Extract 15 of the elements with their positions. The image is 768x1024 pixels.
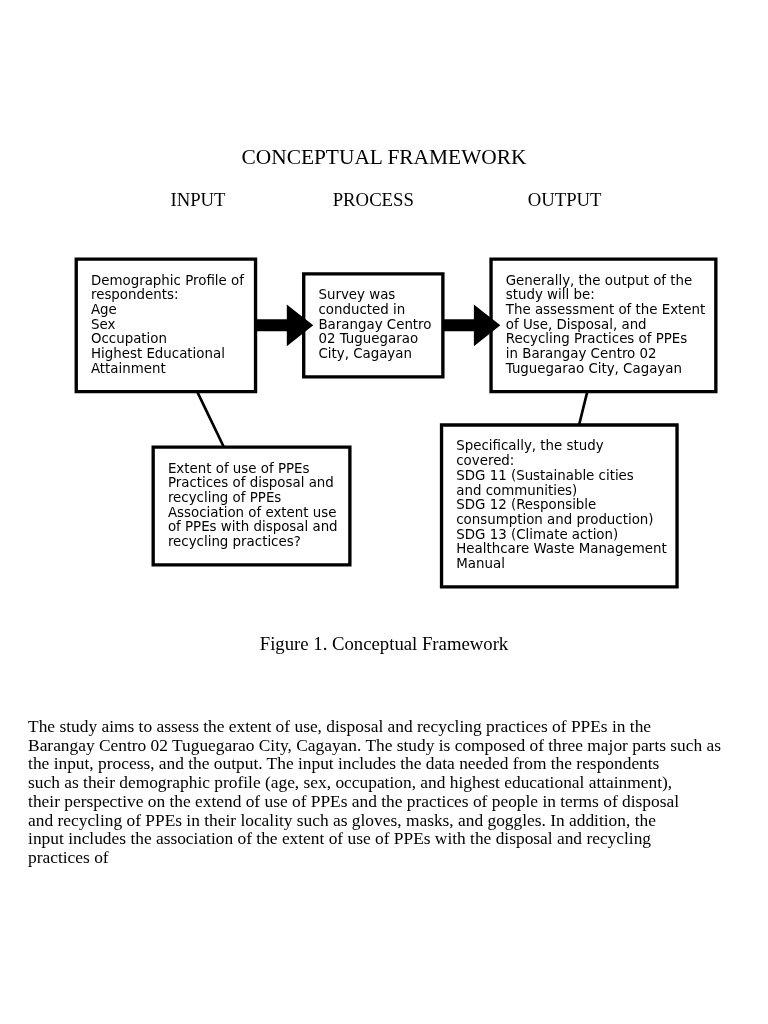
arrow xyxy=(255,304,314,347)
node-box: Specifically, the study covered: SDG 11 (Sustainable cities and communities) SDG 12 (Responsible consumption and production) SDG 13 (Climate action) Healthcare Waste Management Manual xyxy=(439,423,679,589)
connector xyxy=(577,391,589,426)
node-box: Demographic Profile of respondents: Age Sex Occupation Highest Educational Attainment xyxy=(74,257,258,394)
diagram-title: CONCEPTUAL FRAMEWORK xyxy=(241,144,527,169)
arrow xyxy=(442,304,501,347)
label: INPUT xyxy=(170,188,226,210)
label: The study aims to assess the extent of use, disposal and recycling practices of PPEs in the Barangay Centro 02 Tuguegarao City, Cagayan. The study is composed of three major parts such as the input, process, and the output. The input includes the data needed from the respondents such as their demographic profile (age, sex, occupation, and highest educational attainment), their perspective on the extend of use of PPEs and the practices of people in terms of disposal and recycling of PPEs in their locality such as gloves, masks, and goggles. In addition, the input includes the association of the extent of use of PPEs with the disposal and recycling practices of xyxy=(28,716,722,868)
node-box: Generally, the output of the study will be: The assessment of the Extent of Use, Disposal, and Recycling Practices of PPEs in Barangay Centro 02 Tuguegarao City, Cagayan xyxy=(489,257,718,394)
connector xyxy=(196,391,225,448)
caption: Figure 1. Conceptual Framework xyxy=(259,633,509,655)
label: OUTPUT xyxy=(527,188,602,210)
label: PROCESS xyxy=(332,188,414,210)
node-box: Extent of use of PPEs Practices of disposal and recycling of PPEs Association of extent use of PPEs with disposal and recycling practices? xyxy=(151,445,352,567)
node-box: Survey was conducted in Barangay Centro 02 Tuguegarao City, Cagayan xyxy=(302,272,445,379)
